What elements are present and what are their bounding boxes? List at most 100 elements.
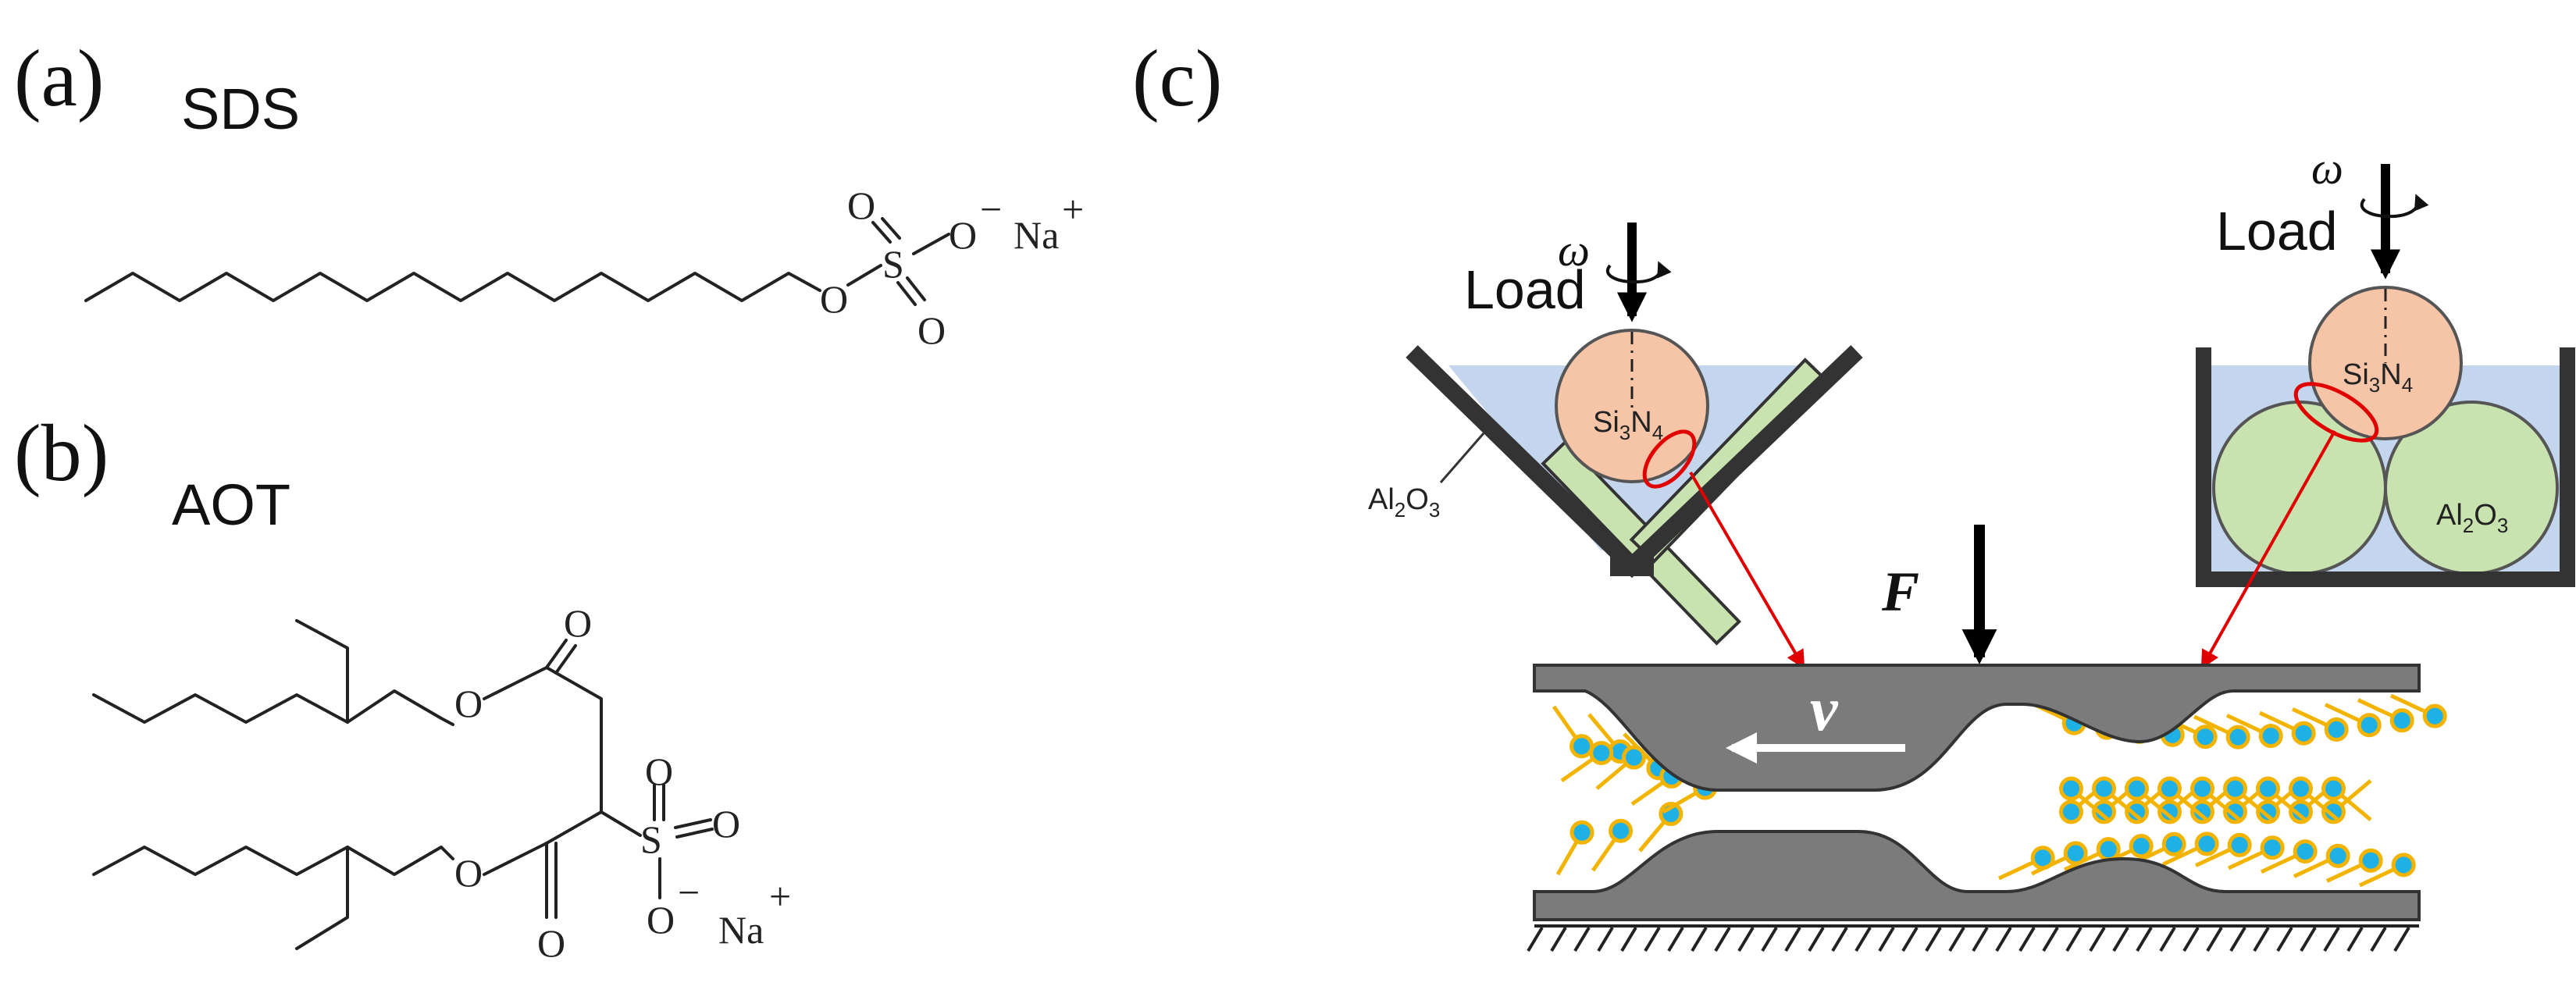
surfactant-head	[2092, 776, 2117, 801]
surfactant-head	[2059, 776, 2084, 801]
sds-sulfur: S	[882, 242, 904, 286]
hatch-line	[2253, 926, 2270, 952]
hatch-line	[1925, 926, 1942, 952]
aot-ch-chain	[483, 767, 603, 876]
sds-o-top: O	[847, 183, 875, 227]
hatch-line	[2393, 926, 2410, 952]
aot-c-s-bond	[600, 810, 642, 837]
aot-o-top: O	[645, 750, 673, 793]
hatch-line	[2136, 926, 2153, 952]
aot-upper-hexyl-chain	[92, 689, 454, 726]
hatch-line	[1737, 926, 1755, 952]
sds-o-bottom: O	[917, 308, 946, 352]
surfactant-head	[1589, 740, 1614, 765]
surfactant-head	[2157, 776, 2182, 801]
hatch-line	[2065, 926, 2083, 952]
hatch-line	[2182, 926, 2200, 952]
panel-c: (c) Si3N4 Al2O3 ω Load Si3N4	[1132, 34, 2575, 952]
sds-o-minus: O	[949, 213, 977, 257]
sds-structure: O S O O − O Na +	[84, 183, 1084, 352]
left-omega: ω	[1558, 225, 1590, 276]
aot-lower-ethyl-branch	[295, 846, 349, 950]
sds-s-o-top-bond-2	[881, 217, 901, 240]
surfactant-head	[2258, 724, 2283, 749]
right-contact-highlight	[2293, 382, 2379, 443]
panel-c-label: (c)	[1132, 34, 1222, 123]
upper-surface	[1533, 664, 2421, 792]
sds-s-o-bottom-bond-1	[896, 281, 917, 306]
sds-sodium: Na	[1014, 213, 1059, 257]
surfactant-head	[2129, 834, 2154, 859]
hatch-line	[2276, 926, 2293, 952]
aot-lower-carbonyl-o: O	[537, 921, 565, 965]
right-rotation-icon	[2360, 194, 2429, 219]
aot-structure: O O S O O O − Na + O O	[92, 601, 791, 965]
surfactant-head	[2293, 839, 2318, 864]
hatch-line	[1878, 926, 1895, 952]
sds-plus-charge: +	[1062, 187, 1084, 231]
surfactant-head	[2125, 799, 2150, 824]
surfactant-head	[2358, 848, 2383, 873]
right-omega: ω	[2311, 143, 2343, 194]
surfactant-head	[2389, 708, 2414, 733]
hatch-line	[2112, 926, 2129, 952]
surfactant-head	[1569, 734, 1594, 759]
aot-o-minus: O	[647, 898, 675, 942]
hatch-line	[1972, 926, 1989, 952]
surfactant-head	[2325, 843, 2350, 868]
left-pad-leader	[1439, 433, 1485, 483]
panel-b: (b) AOT O O S O O O − Na +	[14, 408, 791, 965]
hatch-line	[1573, 926, 1591, 952]
surfactant-head	[2193, 725, 2218, 750]
lower-surface	[1533, 830, 2421, 921]
aot-so-right-1	[674, 818, 712, 829]
hatch-line	[1831, 926, 1848, 952]
aot-upper-carbonyl	[483, 666, 603, 771]
panel-b-name: AOT	[172, 472, 290, 537]
sds-s-o-minus-bond	[912, 233, 950, 255]
surfactant-head	[2161, 831, 2186, 856]
surfactant-head	[2256, 776, 2281, 801]
sds-o-s-bond	[846, 264, 882, 287]
hatch-line	[1995, 926, 2012, 952]
hatch-line	[2042, 926, 2059, 952]
surfactant-head	[1609, 818, 1634, 843]
hatch-line	[1691, 926, 1708, 952]
hatch-line	[1667, 926, 1684, 952]
aot-so-right-2	[675, 828, 714, 839]
aot-o-right: O	[712, 802, 740, 846]
panel-a: (a) SDS O S O O − O Na +	[14, 34, 1084, 352]
aot-plus-charge: +	[769, 874, 791, 918]
left-ball-label: Si3N4	[1593, 406, 1663, 444]
aot-lower-hexyl-chain	[92, 846, 454, 876]
surfactant-head	[2125, 776, 2150, 801]
hatch-line	[1620, 926, 1637, 952]
left-zoom-arrow	[1689, 471, 1805, 670]
surfactant-head	[2391, 853, 2416, 878]
hatch-line	[1597, 926, 1614, 952]
panel-a-label: (a)	[14, 34, 104, 123]
surfactant-head	[2225, 725, 2250, 750]
surfactant-head	[2223, 776, 2248, 801]
hatch-line	[2300, 926, 2317, 952]
hatch-line	[1550, 926, 1567, 952]
surfactant-head	[2157, 799, 2182, 824]
hatch-line	[2089, 926, 2106, 952]
surfactant-head	[2324, 717, 2349, 742]
hatch-line	[1644, 926, 1661, 952]
hatch-line	[2323, 926, 2340, 952]
aot-minus-charge: −	[678, 871, 700, 914]
left-pad-label: Al2O3	[1368, 483, 1440, 522]
surfactant-head	[1621, 745, 1646, 770]
aot-upper-co-1	[545, 639, 568, 669]
v-holder-base	[1610, 556, 1654, 576]
sds-s-o-top-bond-1	[871, 221, 892, 244]
hatch-line	[1784, 926, 1801, 952]
aot-upper-carbonyl-o: O	[564, 601, 592, 645]
hatch-line	[1808, 926, 1825, 952]
force-label: F	[1881, 561, 1919, 623]
hatch-line	[2370, 926, 2387, 952]
surfactant-head	[2422, 703, 2447, 728]
hatch-line	[2206, 926, 2223, 952]
